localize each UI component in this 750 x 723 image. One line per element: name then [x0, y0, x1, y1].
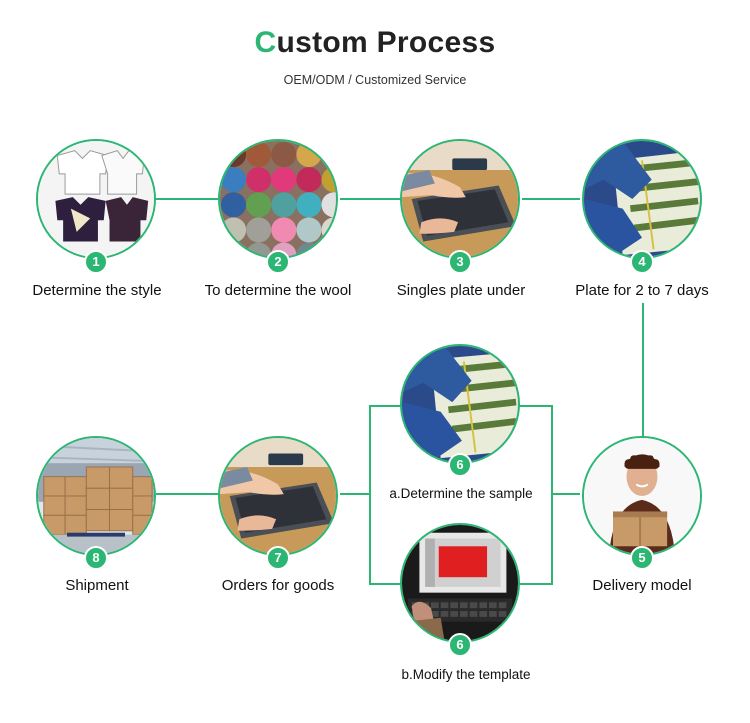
- step-3-label: Singles plate under: [396, 282, 526, 299]
- step-1-image-sweater-designs: [36, 139, 156, 259]
- step-2-number-badge: 2: [266, 250, 290, 274]
- step-5-image-delivery-man-with-box: [582, 436, 702, 556]
- step-4-label: Plate for 2 to 7 days: [575, 282, 709, 299]
- step-5-number-badge: 5: [630, 546, 654, 570]
- step-8-image-warehouse-boxes: [36, 436, 156, 556]
- step-6a-number-badge: 6: [448, 453, 472, 477]
- title-accent-letter: C: [254, 26, 277, 59]
- step-6a-label: a.Determine the sample: [389, 486, 533, 501]
- step-6b-number-badge: 6: [448, 633, 472, 657]
- step-8-number-badge: 8: [84, 546, 108, 570]
- step-1-label: Determine the style: [32, 282, 162, 299]
- page-title: Custom Process: [0, 26, 750, 60]
- title-text: ustom Process: [276, 26, 496, 59]
- step-1-number-badge: 1: [84, 250, 108, 274]
- step-7-image-laptop-typing: [218, 436, 338, 556]
- step-6b-image-computer-design-workstation: [400, 523, 520, 643]
- page-subtitle: OEM/ODM / Customized Service: [283, 73, 467, 87]
- step-6a-image-knitted-garment-sample: [400, 344, 520, 464]
- step-3-image-laptop-typing: [400, 139, 520, 259]
- step-7-number-badge: 7: [266, 546, 290, 570]
- step-4-number-badge: 4: [630, 250, 654, 274]
- step-2-image-wool-yarn-balls: [218, 139, 338, 259]
- step-7-label: Orders for goods: [221, 577, 335, 594]
- step-6b-label: b.Modify the template: [401, 667, 531, 682]
- step-8-label: Shipment: [65, 577, 129, 594]
- step-3-number-badge: 3: [448, 250, 472, 274]
- step-2-label: To determine the wool: [204, 282, 352, 299]
- step-4-image-knitted-garment-sample: [582, 139, 702, 259]
- step-5-label: Delivery model: [592, 577, 692, 594]
